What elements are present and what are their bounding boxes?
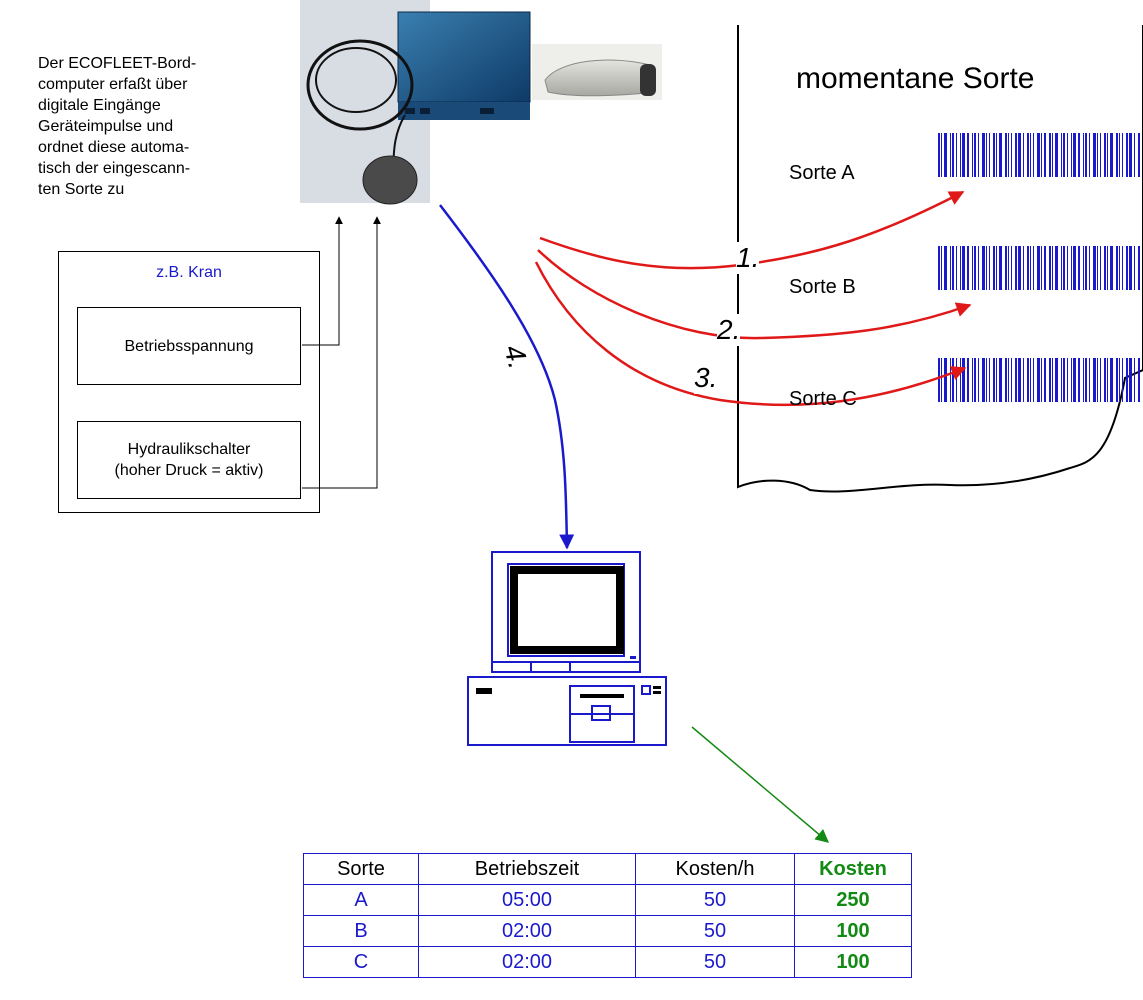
connector-hydraulikschalter: [302, 216, 381, 489]
cell-kosten: 100: [794, 915, 912, 947]
arrow-step-3: [534, 261, 967, 407]
cell-betriebszeit: 05:00: [418, 884, 636, 916]
header-betriebszeit: Betriebszeit: [418, 853, 636, 885]
step-1-label: 1.: [736, 242, 760, 274]
arrow-to-table: [691, 726, 830, 843]
cell-sorte: A: [303, 884, 419, 916]
kran-title: z.B. Kran: [156, 264, 222, 281]
sheet-heading: momentane Sorte: [796, 62, 1035, 95]
barcode-sorte-c: [938, 358, 1140, 402]
table-row: A 05:00 50 250: [303, 884, 912, 916]
cell-betriebszeit: 02:00: [418, 915, 636, 947]
barcode-group: [938, 133, 1140, 402]
cell-sorte: C: [303, 946, 419, 978]
betriebsspannung-label: Betriebsspannung: [124, 337, 254, 355]
table-row: B 02:00 50 100: [303, 915, 912, 947]
barcode-scanner-photo: [532, 44, 662, 100]
ecofleet-device-photo: [300, 0, 531, 205]
arrow-step-4: [439, 204, 575, 550]
header-sorte: Sorte: [303, 853, 419, 885]
header-kosten-h: Kosten/h: [635, 853, 795, 885]
connector-betriebsspannung: [302, 216, 343, 346]
cell-sorte: B: [303, 915, 419, 947]
computer-icon: [467, 551, 667, 746]
cell-kosten: 250: [794, 884, 912, 916]
cost-table: Sorte Betriebszeit Kosten/h Kosten A 05:…: [303, 853, 912, 978]
step-3-label: 3.: [694, 362, 718, 394]
cell-kosten-h: 50: [635, 915, 795, 947]
cell-kosten: 100: [794, 946, 912, 978]
hydraulikschalter-box: Hydraulikschalter (hoher Druck = aktiv): [77, 421, 301, 499]
barcode-sorte-a: [938, 133, 1140, 177]
header-kosten: Kosten: [794, 853, 912, 885]
betriebsspannung-box: Betriebsspannung: [77, 307, 301, 385]
table-header-row: Sorte Betriebszeit Kosten/h Kosten: [303, 853, 912, 885]
barcode-sorte-b: [938, 246, 1140, 290]
cell-kosten-h: 50: [635, 946, 795, 978]
sorte-b-label: Sorte B: [789, 276, 856, 298]
cell-betriebszeit: 02:00: [418, 946, 636, 978]
device-description: Der ECOFLEET-Bord- computer erfaßt über …: [38, 55, 197, 198]
cell-kosten-h: 50: [635, 884, 795, 916]
hydraulikschalter-label: Hydraulikschalter (hoher Druck = aktiv): [114, 441, 264, 479]
arrow-step-2: [537, 249, 972, 340]
kran-box: z.B. Kran Betriebsspannung Hydraulikscha…: [58, 251, 320, 513]
table-row: C 02:00 50 100: [303, 946, 912, 978]
sorte-c-label: Sorte C: [789, 388, 857, 410]
sorte-a-label: Sorte A: [789, 162, 855, 184]
step-2-label: 2.: [717, 314, 741, 346]
